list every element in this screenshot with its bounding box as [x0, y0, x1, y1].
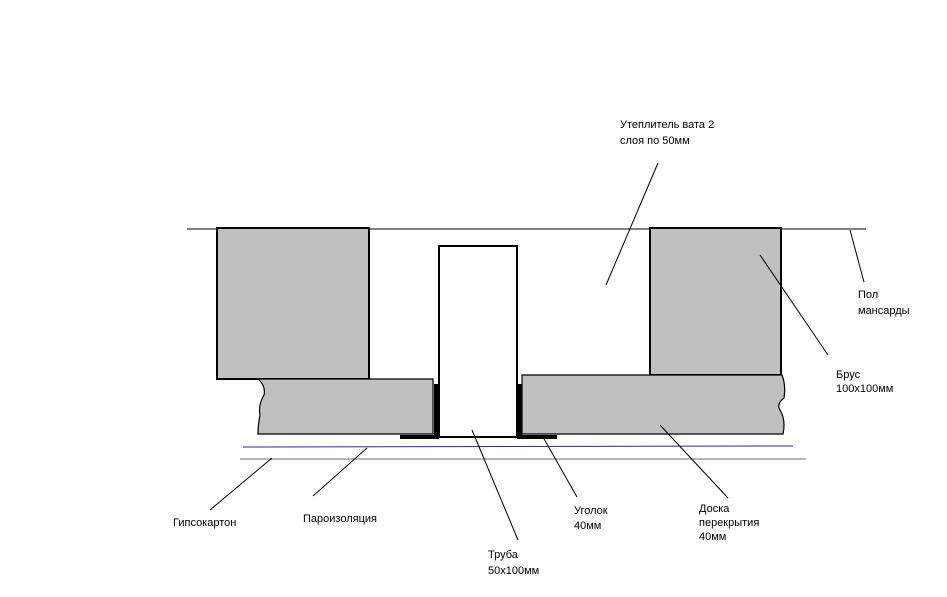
- attic-floor-label-1: Пол: [858, 289, 878, 301]
- pipe-label-1: Труба: [488, 549, 519, 561]
- pipe: [438, 245, 518, 438]
- drywall-label: Гипсокартон: [173, 517, 236, 529]
- vapor-barrier-line: [242, 445, 794, 448]
- angle-label-1: Уголок: [574, 505, 608, 517]
- insulation-label-2: слоя по 50мм: [620, 135, 690, 147]
- floor-board-label-2: перекрытия: [699, 517, 759, 529]
- left-beam: [216, 227, 370, 380]
- beam-label-2: 100x100мм: [836, 383, 893, 395]
- angle-label-2: 40мм: [574, 520, 601, 532]
- insulation-label-1: Утеплитель вата 2: [620, 119, 714, 131]
- right-beam: [649, 227, 782, 376]
- vapor-barrier-label: Пароизоляция: [303, 513, 377, 525]
- leader-lines: [209, 162, 865, 541]
- beam-label-1: Брус: [836, 369, 861, 381]
- attic-floor-label-2: мансарды: [858, 305, 910, 317]
- left-floor-board: [256, 378, 434, 435]
- pipe-label-2: 50x100мм: [488, 565, 539, 577]
- right-floor-board: [521, 374, 786, 435]
- right-angle: [517, 384, 557, 439]
- left-angle: [400, 384, 439, 439]
- floor-board-label-1: Доска: [699, 503, 730, 515]
- floor-board-label-3: 40мм: [699, 531, 726, 543]
